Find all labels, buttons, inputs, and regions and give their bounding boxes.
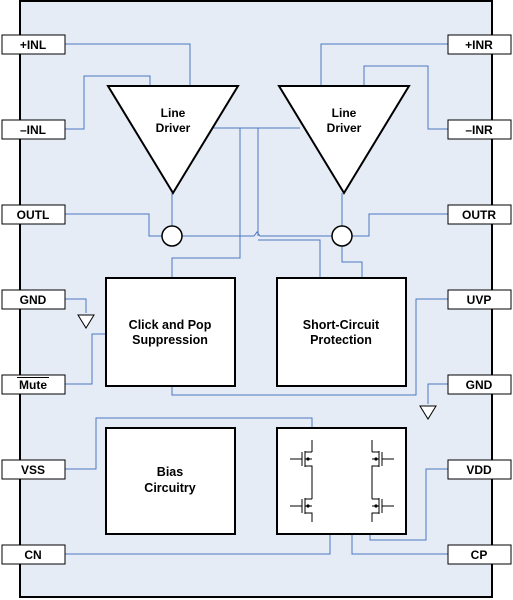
transistor-switches-icon [290,440,394,522]
pin-vss: VSS [1,459,66,480]
pin-inr-negative: –INR [447,119,512,140]
right-line-driver: Line Driver [277,85,411,195]
pin-outr: OUTR [447,204,512,225]
pin-inl-negative: –INL [1,119,66,140]
pin-cp: CP [447,544,512,565]
svg-text:+INR: +INR [465,38,493,52]
svg-text:GND: GND [466,378,493,392]
bias-circuitry-block: Bias Circuitry [105,427,236,535]
svg-text:+INL: +INL [20,38,46,52]
short-circuit-label-line1: Short-Circuit [303,318,380,332]
short-circuit-protection-block: Short-Circuit Protection [276,277,407,387]
pin-uvp: UVP [447,289,512,310]
pin-vdd: VDD [447,459,512,480]
click-pop-label-line1: Click and Pop [129,318,212,332]
svg-text:–INL: –INL [20,123,46,137]
svg-text:–INR: –INR [465,123,493,137]
bias-label-line2: Circuitry [144,481,195,495]
pin-inl-positive: +INL [1,34,66,55]
click-pop-label-line2: Suppression [132,333,208,347]
pin-mute: Mute [1,374,66,395]
svg-text:OUTR: OUTR [462,208,496,222]
svg-text:OUTL: OUTL [17,208,50,222]
pin-outl: OUTL [1,204,66,225]
left-output-node [161,225,183,247]
pin-gnd-left: GND [1,289,66,310]
charge-pump-block [276,427,407,535]
right-amp-label-line1: Line [332,106,357,120]
svg-text:UVP: UVP [467,293,492,307]
svg-text:CP: CP [471,548,488,562]
right-output-node [331,225,353,247]
left-amp-label-line2: Driver [156,121,191,135]
bias-label-line1: Bias [157,465,183,479]
ground-symbol-right [419,405,437,420]
left-line-driver: Line Driver [106,85,240,195]
pin-inr-positive: +INR [447,34,512,55]
svg-text:CN: CN [24,548,41,562]
ground-symbol-left [77,314,95,329]
svg-text:VSS: VSS [21,463,45,477]
svg-text:VDD: VDD [466,463,492,477]
pin-gnd-right: GND [447,374,512,395]
right-amp-label-line2: Driver [327,121,362,135]
svg-text:GND: GND [20,293,47,307]
chip-body [19,0,493,598]
click-pop-suppression-block: Click and Pop Suppression [105,277,236,387]
svg-text:Mute: Mute [19,378,47,392]
pin-cn: CN [1,544,66,565]
short-circuit-label-line2: Protection [310,333,372,347]
left-amp-label-line1: Line [161,106,186,120]
